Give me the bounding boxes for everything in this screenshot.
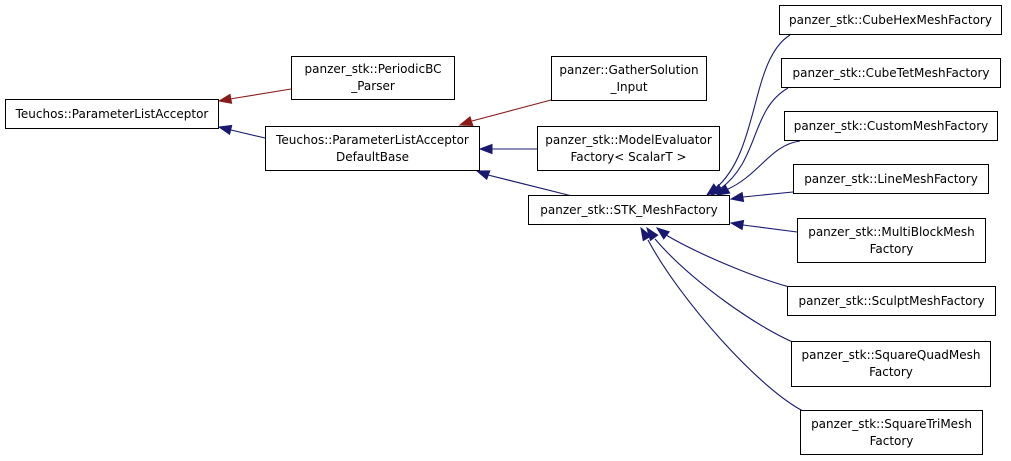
inheritance-arrowhead: [729, 219, 745, 231]
inheritance-arrowhead: [640, 226, 652, 242]
inheritance-edge-stk-mesh-factory-to-pla-default-base: [487, 174, 573, 197]
node-label-line-2: _Input: [610, 79, 648, 94]
node-label-line-1: Teuchos::ParameterListAcceptor: [276, 132, 469, 147]
inheritance-arrowhead: [655, 227, 671, 240]
node-label-line-1: panzer_stk::SquareQuadMesh: [801, 348, 981, 362]
class-node-parameter-list-acceptor-default-base[interactable]: Teuchos::ParameterListAcceptor DefaultBa…: [265, 126, 480, 171]
node-label-line-2: Factory: [869, 365, 913, 379]
node-label-line-1: panzer_stk::MultiBlockMesh: [808, 224, 975, 239]
node-label-line-1: panzer_stk::SquareTriMesh: [811, 416, 972, 431]
node-label: panzer_stk::STK_MeshFactory: [540, 202, 718, 217]
class-node-square-quad-mesh-factory[interactable]: panzer_stk::SquareQuadMesh Factory: [791, 341, 991, 387]
inheritance-arrowhead: [729, 191, 745, 203]
inheritance-arrowhead: [458, 116, 474, 127]
inheritance-arrowhead: [478, 143, 493, 155]
class-node-stk-mesh-factory[interactable]: panzer_stk::STK_MeshFactory: [528, 195, 730, 225]
node-label: panzer_stk::CubeHexMeshFactory: [789, 12, 992, 27]
inheritance-edge-line-to-stk-mesh-factory: [742, 191, 794, 198]
node-label-line-2: Factory< ScalarT >: [570, 149, 687, 164]
inheritance-arrowhead: [217, 124, 233, 136]
inheritance-edge-custom-to-stk-mesh-factory: [725, 140, 801, 191]
inheritance-arrowhead: [217, 93, 233, 104]
inheritance-edge-cube-hex-to-stk-mesh-factory: [715, 34, 791, 189]
inheritance-edge-square-tri-to-stk-mesh-factory: [647, 239, 806, 413]
node-label-line-2: DefaultBase: [335, 149, 410, 164]
inheritance-edge-square-quad-to-stk-mesh-factory: [654, 238, 801, 346]
node-label: panzer_stk::SculptMeshFactory: [798, 293, 985, 308]
inheritance-edge-cube-tet-to-stk-mesh-factory: [719, 87, 789, 190]
node-label-line-1: panzer_stk::ModelEvaluator: [545, 132, 712, 147]
class-node-sculpt-mesh-factory[interactable]: panzer_stk::SculptMeshFactory: [787, 286, 996, 316]
class-node-square-tri-mesh-factory[interactable]: panzer_stk::SquareTriMesh Factory: [800, 410, 983, 455]
class-node-model-evaluator-factory[interactable]: panzer_stk::ModelEvaluator Factory< Scal…: [537, 126, 720, 171]
inheritance-edge-multi-block-to-stk-mesh-factory: [742, 224, 798, 233]
class-node-cube-tet-mesh-factory[interactable]: panzer_stk::CubeTetMeshFactory: [781, 58, 1001, 88]
class-node-custom-mesh-factory[interactable]: panzer_stk::CustomMeshFactory: [784, 111, 998, 141]
class-node-cube-hex-mesh-factory[interactable]: panzer_stk::CubeHexMeshFactory: [779, 5, 1002, 35]
node-label-line-1: panzer::GatherSolution: [559, 62, 699, 77]
inheritance-arrowhead: [475, 170, 491, 181]
inheritance-arrowhead: [715, 184, 731, 196]
node-label: Teuchos::ParameterListAcceptor: [15, 106, 209, 121]
node-label-line-2: _Parser: [351, 79, 395, 93]
class-node-teuchos-parameter-list-acceptor[interactable]: Teuchos::ParameterListAcceptor: [5, 99, 219, 129]
class-node-gather-solution-input[interactable]: panzer::GatherSolution _Input: [551, 56, 707, 101]
node-label-line-2: Factory: [869, 241, 914, 256]
inheritance-edge-sculpt-to-stk-mesh-factory: [665, 234, 798, 290]
class-node-multi-block-mesh-factory[interactable]: panzer_stk::MultiBlockMesh Factory: [797, 218, 986, 263]
class-node-periodic-bc-parser[interactable]: panzer_stk::PeriodicBC _Parser: [291, 56, 455, 100]
node-label-line-1: panzer_stk::PeriodicBC: [304, 62, 442, 76]
inheritance-edge-pla-default-base-to-teuchos-pla: [230, 129, 266, 139]
inheritance-edge-gather-solution-input-to-pla-default-base: [471, 99, 552, 122]
node-label: panzer_stk::CubeTetMeshFactory: [792, 65, 990, 80]
node-label: panzer_stk::CustomMeshFactory: [793, 118, 989, 133]
node-label-line-2: Factory: [869, 433, 914, 448]
class-node-line-mesh-factory[interactable]: panzer_stk::LineMeshFactory: [793, 164, 989, 194]
node-label: panzer_stk::LineMeshFactory: [804, 171, 978, 186]
inheritance-edge-periodic-bc-parser-to-teuchos-pla: [229, 88, 292, 100]
